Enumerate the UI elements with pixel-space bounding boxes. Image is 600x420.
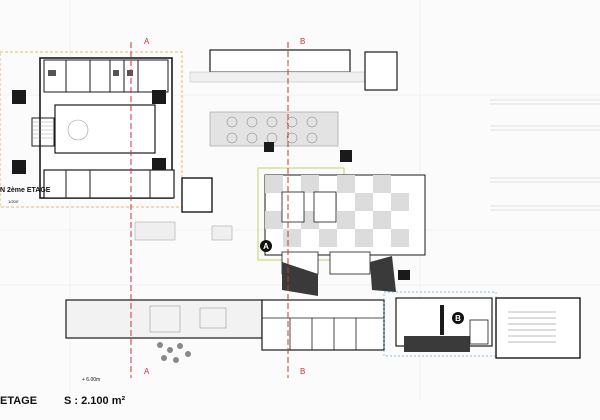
section-lines (130, 42, 289, 378)
section-a-bottom: A (144, 367, 150, 376)
surface-area: S : 2.100 m² (64, 395, 126, 407)
plan-title: N 2ème ETAGE (0, 187, 51, 194)
central-hall (257, 167, 426, 296)
outbuilding (134, 177, 233, 241)
section-b-bottom: B (300, 367, 306, 376)
level-label: + 6.00m (82, 377, 101, 383)
section-b-top: B (300, 37, 306, 46)
east-wing (383, 291, 581, 359)
zone-marker-b: B (452, 312, 464, 324)
floor-name: ETAGE (0, 395, 38, 407)
zone-marker-a: A (260, 240, 272, 252)
section-a-top: A (144, 37, 150, 46)
platform-tracks (490, 99, 600, 211)
south-wing (65, 299, 385, 363)
plan-scale: 1/200' (8, 199, 19, 204)
west-wing-upper (0, 51, 183, 208)
central-pavilion (189, 49, 398, 162)
